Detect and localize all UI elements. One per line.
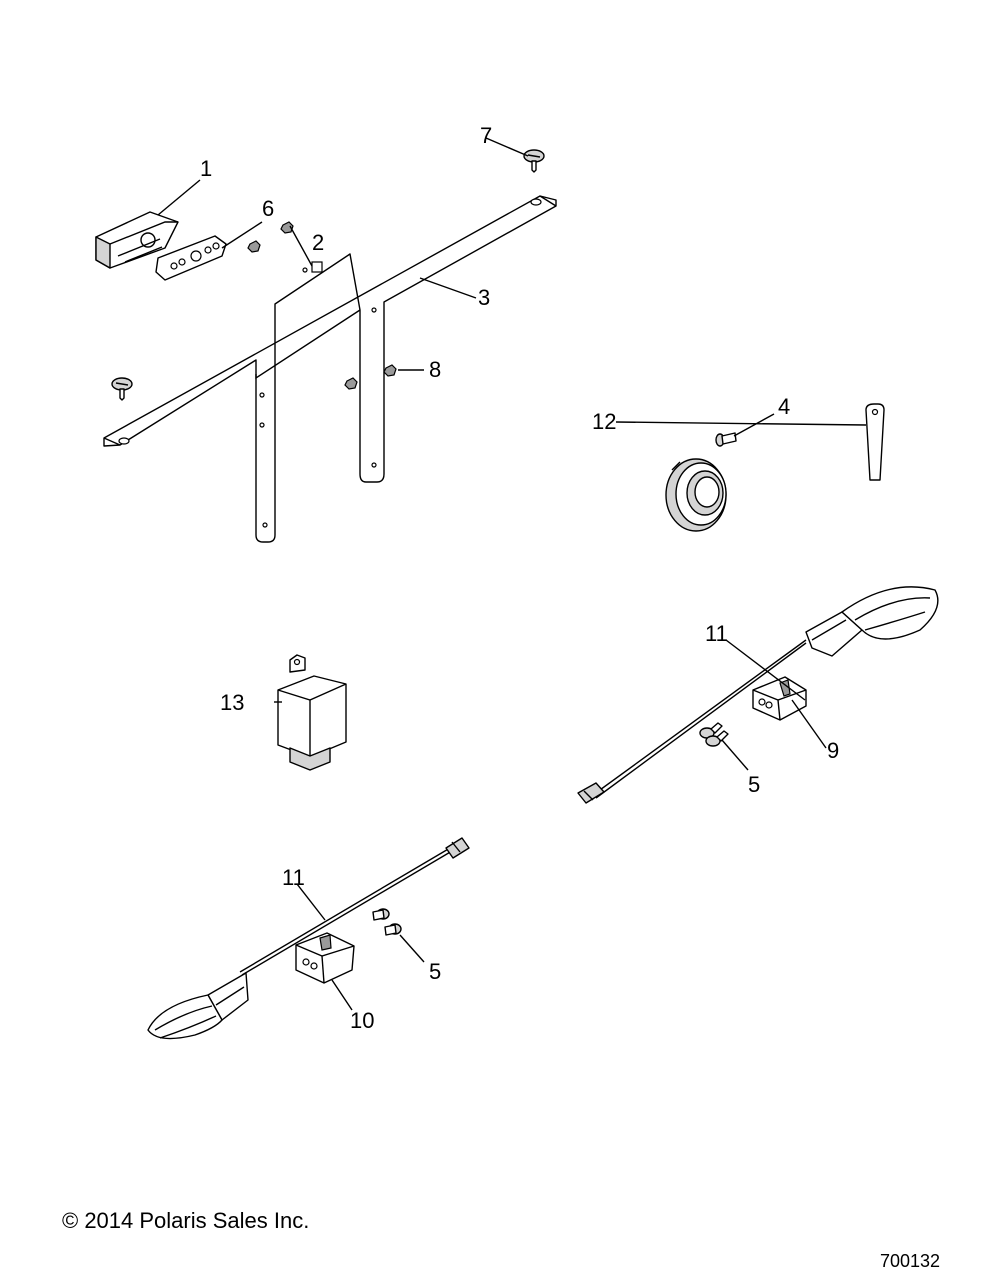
screw-part-7 (523, 149, 545, 173)
callout-7: 7 (480, 123, 492, 148)
part-3-bracket (103, 195, 557, 543)
callout-8: 8 (429, 357, 441, 382)
callout-4: 4 (778, 394, 790, 419)
part-1-light (95, 211, 179, 269)
callout-10: 10 (350, 1008, 374, 1033)
callout-6: 6 (262, 196, 274, 221)
nut-part-2 (280, 221, 294, 234)
part-6-gasket (155, 235, 227, 281)
nut-center (344, 377, 358, 390)
part-4-screw (715, 432, 737, 447)
figure-number: 700132 (880, 1251, 940, 1271)
callout-11-lower: 11 (282, 865, 305, 890)
leader-lines (157, 137, 867, 1011)
part-12-horn (665, 403, 885, 532)
callout-5-upper: 5 (748, 772, 760, 797)
part-5-screws-lower (372, 908, 402, 936)
copyright-text: © 2014 Polaris Sales Inc. (62, 1208, 309, 1233)
part-5-screws-upper (699, 722, 729, 747)
part-13-relay (277, 654, 347, 771)
nut-left (247, 240, 261, 253)
callout-13: 13 (220, 690, 244, 715)
nut-part-8 (383, 364, 397, 377)
callout-9: 9 (827, 738, 839, 763)
callout-5-lower: 5 (429, 959, 441, 984)
callout-1: 1 (200, 156, 212, 181)
part-11-turn-signal-upper (577, 586, 939, 804)
callout-12: 12 (592, 409, 616, 434)
callout-11-upper: 11 (705, 621, 728, 646)
part-11-turn-signal-lower (147, 837, 470, 1040)
callout-3: 3 (478, 285, 490, 310)
callout-2: 2 (312, 230, 324, 255)
part-10-block (295, 932, 355, 984)
screw-left (111, 377, 133, 401)
part-9-block (752, 676, 807, 721)
